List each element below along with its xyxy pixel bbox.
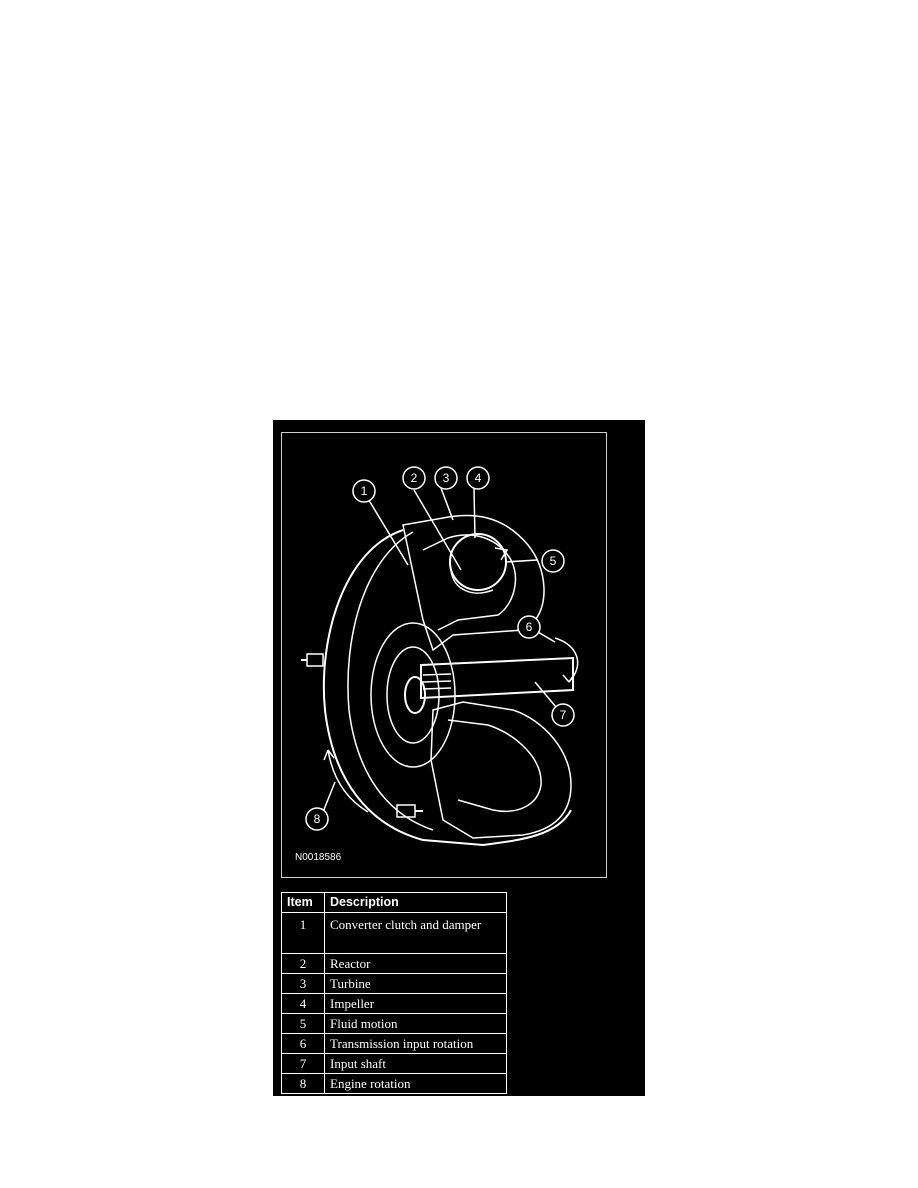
shaft-splines xyxy=(422,673,452,690)
item-description: Reactor xyxy=(324,953,507,974)
legend-header-row: Item Description xyxy=(281,892,507,913)
figure-code: N0018586 xyxy=(295,852,342,863)
table-row: 3 Turbine xyxy=(281,973,507,994)
header-description: Description xyxy=(324,892,507,913)
item-description: Transmission input rotation xyxy=(324,1033,507,1054)
torque-converter-figure: 1 2 3 4 5 6 7 8 N0018586 Item Descriptio… xyxy=(273,420,645,1096)
header-item: Item xyxy=(281,892,325,913)
item-description: Turbine xyxy=(324,973,507,994)
table-row: 7 Input shaft xyxy=(281,1053,507,1074)
table-row: 8 Engine rotation xyxy=(281,1073,507,1094)
item-description: Fluid motion xyxy=(324,1013,507,1034)
table-row: 4 Impeller xyxy=(281,993,507,1014)
fluid-arrow xyxy=(450,569,494,594)
item-number: 1 xyxy=(281,912,325,954)
item-number: 6 xyxy=(281,1033,325,1054)
callout-7: 7 xyxy=(560,708,567,722)
callout-6: 6 xyxy=(526,620,533,634)
hub xyxy=(404,676,426,714)
front-ring-mid xyxy=(386,646,440,744)
item-number: 7 xyxy=(281,1053,325,1074)
housing-inner-edge xyxy=(347,531,434,831)
stud-bottom xyxy=(396,804,416,818)
table-row: 5 Fluid motion xyxy=(281,1013,507,1034)
item-description: Engine rotation xyxy=(324,1073,507,1094)
legend-table: Item Description 1 Converter clutch and … xyxy=(281,892,507,1094)
callout-2: 2 xyxy=(411,471,418,485)
item-number: 8 xyxy=(281,1073,325,1094)
callout-5: 5 xyxy=(550,554,557,568)
callout-1: 1 xyxy=(361,484,368,498)
converter-housing xyxy=(322,529,572,847)
cutaway-upper-inner xyxy=(422,534,517,631)
input-shaft xyxy=(420,656,574,700)
front-ring-outer xyxy=(370,622,456,768)
item-number: 2 xyxy=(281,953,325,974)
cutaway-lower-inner xyxy=(447,719,542,812)
table-row: 1 Converter clutch and damper xyxy=(281,912,507,954)
cutaway-lower xyxy=(430,701,572,839)
item-number: 4 xyxy=(281,993,325,1014)
item-number: 5 xyxy=(281,1013,325,1034)
callout-4: 4 xyxy=(475,471,482,485)
item-number: 3 xyxy=(281,973,325,994)
item-description: Converter clutch and damper xyxy=(324,912,507,954)
table-row: 2 Reactor xyxy=(281,953,507,974)
callout-3: 3 xyxy=(443,471,450,485)
item-description: Input shaft xyxy=(324,1053,507,1074)
fluid-circle xyxy=(449,533,507,591)
stud-left xyxy=(306,653,324,667)
item-description: Impeller xyxy=(324,993,507,1014)
diagram-frame xyxy=(281,432,607,878)
table-row: 6 Transmission input rotation xyxy=(281,1033,507,1054)
callout-8: 8 xyxy=(314,812,321,826)
torque-converter-diagram: 1 2 3 4 5 6 7 8 N0018586 xyxy=(295,466,579,863)
engine-rotation-arrow xyxy=(327,749,369,813)
